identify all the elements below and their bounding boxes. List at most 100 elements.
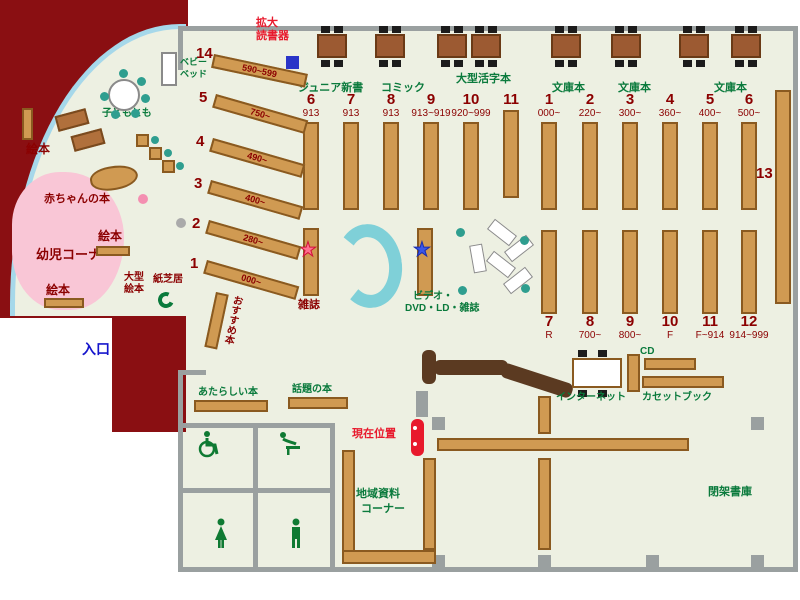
picture-book-shelf	[44, 298, 84, 308]
shelf-number-13: 13	[756, 165, 773, 182]
shelf-number: 3	[625, 91, 635, 108]
shelf-column: 12 914~999	[727, 228, 771, 342]
counter-gate	[416, 391, 428, 417]
shelf-column: 8 700~	[568, 228, 612, 342]
service-counter	[422, 350, 436, 384]
shelf-number: 14	[196, 45, 213, 62]
shelf-number: 9	[625, 313, 635, 330]
shelf-range: 920~999	[451, 108, 491, 119]
magazine-shelf	[303, 228, 319, 296]
stool	[141, 94, 150, 103]
stool	[164, 149, 172, 157]
gray-stool	[176, 218, 186, 228]
shelf-column: 9 913~919	[409, 92, 453, 210]
marker-detail	[413, 426, 417, 430]
shelf-number: 5	[199, 89, 208, 106]
stool	[137, 77, 146, 86]
wall-left-lower	[178, 370, 183, 570]
bookshelf-13	[775, 90, 791, 304]
chair	[392, 26, 401, 33]
chair	[454, 26, 463, 33]
cd-shelf	[644, 358, 696, 370]
bookshelf	[463, 122, 479, 210]
bookshelf	[662, 122, 678, 210]
shelf-number: 4	[665, 91, 675, 108]
stool	[176, 162, 184, 170]
shelf-column: 10 F	[648, 228, 692, 342]
kodomo-tomo-label: 子どもとも	[102, 108, 152, 119]
shelf-number: 2	[585, 91, 595, 108]
baby-bed-label-line1: ベビー	[180, 57, 208, 67]
shelf-number: 7	[346, 91, 356, 108]
magnifier-reader-device	[286, 56, 299, 69]
chair	[488, 60, 497, 67]
chair	[683, 26, 692, 33]
baby-bed	[161, 52, 177, 86]
shelf-range: 913	[342, 108, 360, 119]
chair	[615, 26, 624, 33]
chair	[735, 26, 744, 33]
shelf-number: 1	[544, 91, 554, 108]
chair	[321, 60, 330, 67]
chair	[392, 60, 401, 67]
bookshelf	[662, 230, 678, 314]
chair	[475, 60, 484, 67]
magnifier-reader-label-line1: 拡大	[256, 17, 278, 29]
shelf-column: 5 400~	[688, 92, 732, 210]
round-kids-table	[108, 79, 140, 111]
bookshelf	[538, 396, 551, 434]
section-bunko-1: 文庫本	[552, 82, 585, 94]
local-materials-shelf	[342, 550, 436, 564]
shelf-column: 4 360~	[648, 92, 692, 210]
chair	[628, 26, 637, 33]
shelf-number: 10	[661, 313, 679, 330]
bookshelf	[702, 230, 718, 314]
shelf-number: 6	[744, 91, 754, 108]
shelf-number: 8	[386, 91, 396, 108]
bookshelf	[702, 122, 718, 210]
cd-shelf	[627, 354, 640, 392]
pillar	[751, 555, 764, 568]
baby-bed-label-line2: ベッド	[180, 69, 208, 79]
bookshelf	[383, 122, 399, 210]
chair	[628, 60, 637, 67]
shelf-range: 913~919	[411, 108, 451, 119]
shelf-range: 220~	[578, 108, 602, 119]
pillar	[751, 417, 764, 430]
shelf-column: 8 913	[369, 92, 413, 210]
section-junior-shinsho: ジュニア新書	[298, 82, 364, 94]
chair	[441, 60, 450, 67]
shelf-number: 1	[190, 255, 199, 272]
shelf-range: 360~	[658, 108, 682, 119]
section-ogata-katsuji: 大型活字本	[456, 73, 511, 85]
bookshelf	[741, 122, 757, 210]
ehon-label-3: 絵本	[46, 283, 71, 297]
wall-stub-new-books	[178, 370, 206, 375]
shelf-range: 500~	[737, 108, 761, 119]
kamishibai-label: 紙芝居	[153, 274, 183, 285]
display-cube	[162, 160, 175, 173]
reading-table	[471, 34, 501, 58]
bookshelf-long	[437, 438, 689, 451]
wall-right	[793, 26, 798, 572]
shelf-column: 9 800~	[608, 228, 652, 342]
topic-books-label: 話題の本	[292, 384, 332, 395]
stool	[458, 286, 467, 295]
pillar	[646, 555, 659, 568]
stool	[131, 109, 140, 118]
mens-toilet-icon	[288, 518, 304, 555]
shelf-number: 5	[705, 91, 715, 108]
star-icon-blue: ★	[413, 239, 432, 261]
entrance-block	[112, 316, 186, 432]
new-books-shelf	[194, 400, 268, 412]
shelf-number: 9	[426, 91, 436, 108]
chair	[615, 60, 624, 67]
ehon-label-2: 絵本	[98, 229, 123, 243]
bookshelf	[541, 122, 557, 210]
reading-table	[375, 34, 405, 58]
stool	[119, 69, 128, 78]
bookshelf	[582, 122, 598, 210]
zasshi-label: 雑誌	[298, 299, 320, 311]
entrance-label: 入口	[82, 341, 110, 357]
toddler-corner-rug	[12, 172, 124, 310]
